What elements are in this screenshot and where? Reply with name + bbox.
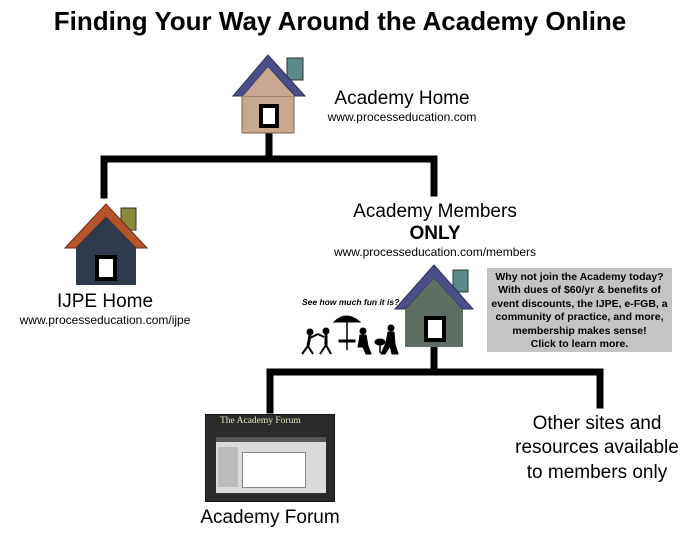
members-name: Academy Members	[353, 201, 517, 222]
ijpe-home-url[interactable]: www.processeducation.com/ijpe	[19, 313, 191, 327]
forum-label[interactable]: Academy Forum	[200, 507, 340, 528]
members-url[interactable]: www.processeducation.com/members	[333, 245, 537, 259]
house-icon[interactable]	[393, 264, 475, 347]
umbrella-icon	[332, 315, 399, 355]
house-icon[interactable]	[63, 203, 149, 285]
academy-home-label[interactable]: Academy Home www.processeducation.com	[312, 88, 492, 124]
forum-screenshot-body	[216, 437, 326, 493]
members-label[interactable]: Academy Members ONLY www.processeducatio…	[305, 201, 565, 259]
join-callout[interactable]: Why not join the Academy today? With due…	[487, 268, 672, 352]
ijpe-home-name: IJPE Home	[56, 291, 154, 312]
academy-home-url[interactable]: www.processeducation.com	[327, 110, 477, 124]
page-title: Finding Your Way Around the Academy Onli…	[53, 6, 627, 36]
forum-screenshot[interactable]: The Academy Forum	[205, 414, 335, 502]
people-icon	[301, 327, 332, 355]
members-only: ONLY	[409, 223, 461, 244]
forum-screenshot-title: The Academy Forum	[220, 416, 301, 426]
forum-sidebar	[218, 447, 238, 487]
house-icon[interactable]	[231, 54, 307, 134]
ijpe-home-label[interactable]: IJPE Home www.processeducation.com/ijpe	[0, 291, 210, 327]
academy-home-name: Academy Home	[334, 88, 470, 109]
other-sites-label: Other sites and resources available to m…	[515, 413, 679, 483]
callout-cta[interactable]: Click to learn more.	[530, 338, 629, 351]
callout-question: Why not join the Academy today?	[495, 271, 664, 283]
forum-nav-bar	[216, 437, 326, 442]
callout-body: With dues of $60/yr & benefits of event …	[491, 284, 668, 337]
forum-login-panel	[242, 452, 306, 488]
fun-caption: See how much fun it is?	[302, 297, 400, 307]
